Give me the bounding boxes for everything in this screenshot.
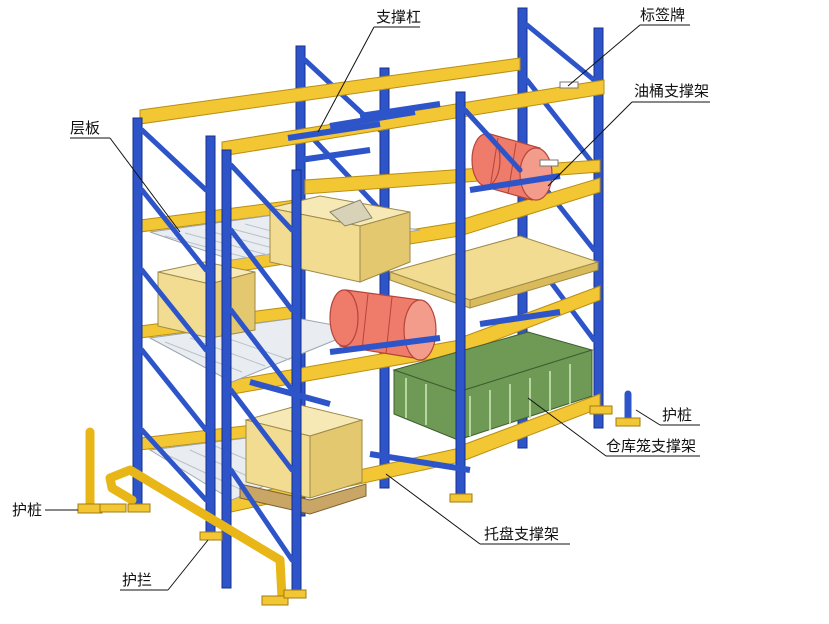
protection: [77, 390, 641, 606]
callout-leaders: [45, 24, 710, 591]
label-protect-post-left: 护桩: [12, 501, 42, 519]
front-upright-frames: [132, 91, 523, 591]
label-drum-support: 油桶支撑架: [634, 82, 709, 100]
label-protect-post-right: 护桩: [662, 406, 692, 424]
label-pallet-support: 托盘支撑架: [484, 525, 559, 543]
label-guard-rail: 护拦: [122, 571, 152, 589]
storage-cage: [392, 331, 594, 441]
label-shelf-deck: 层板: [70, 119, 100, 137]
cross-supports: [249, 101, 561, 473]
label-sign: 标签牌: [640, 6, 685, 24]
label-cage-support: 仓库笼支撑架: [606, 437, 696, 455]
label-brace-bar: 支撑杠: [376, 8, 421, 26]
